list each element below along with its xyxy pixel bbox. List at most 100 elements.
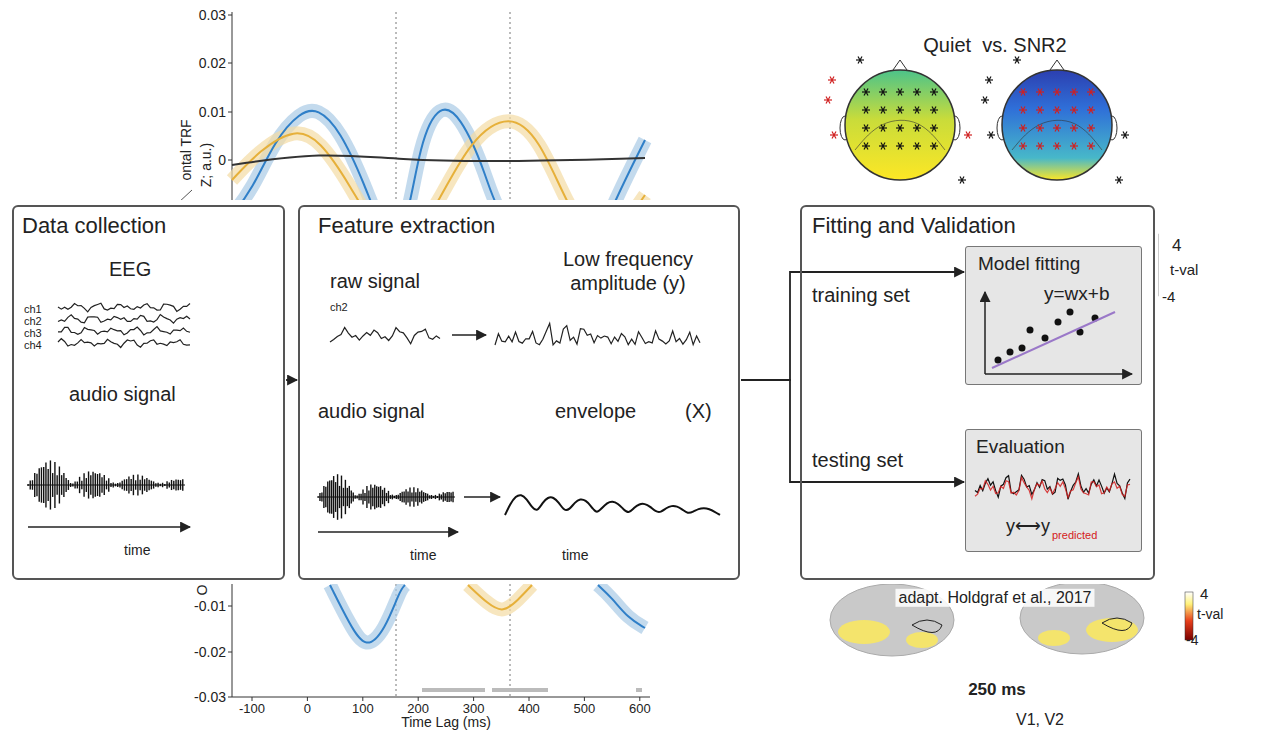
eeg-trace [58, 315, 190, 324]
head [1002, 70, 1112, 180]
x-tick [584, 697, 585, 701]
axis-tick-label: 0 [304, 702, 311, 717]
significance-star [1055, 89, 1059, 96]
significance-star [1055, 107, 1059, 114]
significance-star [858, 57, 862, 64]
significance-star [881, 107, 885, 114]
box-text: time [410, 547, 436, 564]
box-text: ch2 [24, 315, 42, 328]
flow-arrow [318, 531, 458, 533]
significance-star [1072, 125, 1076, 132]
figure-label: -4 [1162, 288, 1175, 305]
box-text: y⟷y [1006, 516, 1050, 538]
significance-star [1055, 143, 1059, 150]
x-tick [639, 697, 640, 701]
significance-star [898, 125, 902, 132]
axis-tick-label: 0.02 [199, 55, 226, 71]
box-text: envelope [555, 399, 636, 423]
significance-star [1089, 89, 1093, 96]
box-fill [965, 246, 1142, 385]
figure-label: t-val [1170, 261, 1198, 278]
significance-star [1089, 143, 1093, 150]
significance-star [881, 143, 885, 150]
significance-star [915, 89, 919, 96]
trf-curve [330, 585, 405, 643]
significance-star [864, 143, 868, 150]
significance-star [898, 107, 902, 114]
significance-star [1038, 125, 1042, 132]
flow-arrow [452, 334, 486, 336]
confidence-band [468, 585, 532, 609]
significance-star [966, 132, 970, 139]
significance-star [1038, 107, 1042, 114]
data-point [1019, 345, 1026, 352]
significance-bar [492, 688, 548, 692]
significance-star [987, 77, 991, 84]
data-point [995, 357, 1002, 364]
topoplot [824, 57, 972, 184]
significance-star [989, 132, 993, 139]
significance-star [915, 143, 919, 150]
significance-star [960, 177, 964, 184]
flow-arrow [984, 292, 986, 374]
axis-tick-label: -0.03 [194, 689, 226, 705]
significance-star [960, 177, 964, 184]
region-outline [1102, 618, 1132, 631]
significance-star [915, 125, 919, 132]
significance-star [1072, 89, 1076, 96]
axis-tick-label: -100 [239, 702, 265, 717]
axis-tick-label: -0.01 [194, 598, 226, 614]
box-heading: Data collection [22, 213, 166, 239]
dotted-marker [396, 12, 397, 200]
dotted-marker [510, 12, 511, 200]
significance-star [881, 143, 885, 150]
contour [1012, 120, 1102, 150]
significance-star [898, 107, 902, 114]
y-tick [228, 112, 232, 113]
significance-star [864, 143, 868, 150]
significance-star [915, 143, 919, 150]
x-tick [307, 697, 308, 701]
figure-label: 4 [1172, 236, 1181, 256]
significance-star [1055, 125, 1059, 132]
significance-star [881, 89, 885, 96]
fit-line [992, 312, 1115, 368]
box-text: ch1 [24, 303, 42, 316]
box-text: y=wx+b [1044, 283, 1109, 306]
significance-star [1072, 143, 1076, 150]
flow-arrow [28, 526, 190, 528]
significance-star [1021, 89, 1025, 96]
significance-star [898, 143, 902, 150]
data-point [1007, 349, 1014, 356]
significance-star [1015, 57, 1019, 64]
flow-arrow [464, 496, 500, 498]
box-heading: Feature extraction [318, 213, 495, 239]
edge-label: testing set [812, 449, 903, 472]
box-text: predicted [1052, 529, 1097, 542]
node-fills [965, 246, 1142, 552]
significance-star [987, 77, 991, 84]
activation [906, 632, 938, 648]
axis-tick-label: 0.03 [199, 7, 226, 23]
box-text: Low frequency amplitude (y) [528, 247, 728, 295]
significance-star [881, 125, 885, 132]
baseline [318, 497, 455, 498]
x-tick [418, 697, 419, 701]
significance-star [1089, 125, 1093, 132]
box-heading: Fitting and Validation [812, 213, 1016, 239]
significance-star [1015, 57, 1019, 64]
significance-star [864, 89, 868, 96]
significance-star [1021, 143, 1025, 150]
axis-title: ontal TRF [178, 119, 194, 180]
significance-star [1038, 143, 1042, 150]
axis-tick-label: 400 [518, 702, 540, 717]
figure-label: adapt. Holdgraf et al., 2017 [895, 589, 1094, 607]
figure-label: 4 [1200, 585, 1208, 602]
significance-star [932, 107, 936, 114]
x-tick [362, 697, 363, 701]
significance-star [1072, 125, 1076, 132]
box-text: raw signal [330, 269, 420, 293]
flow-connector [286, 379, 297, 381]
